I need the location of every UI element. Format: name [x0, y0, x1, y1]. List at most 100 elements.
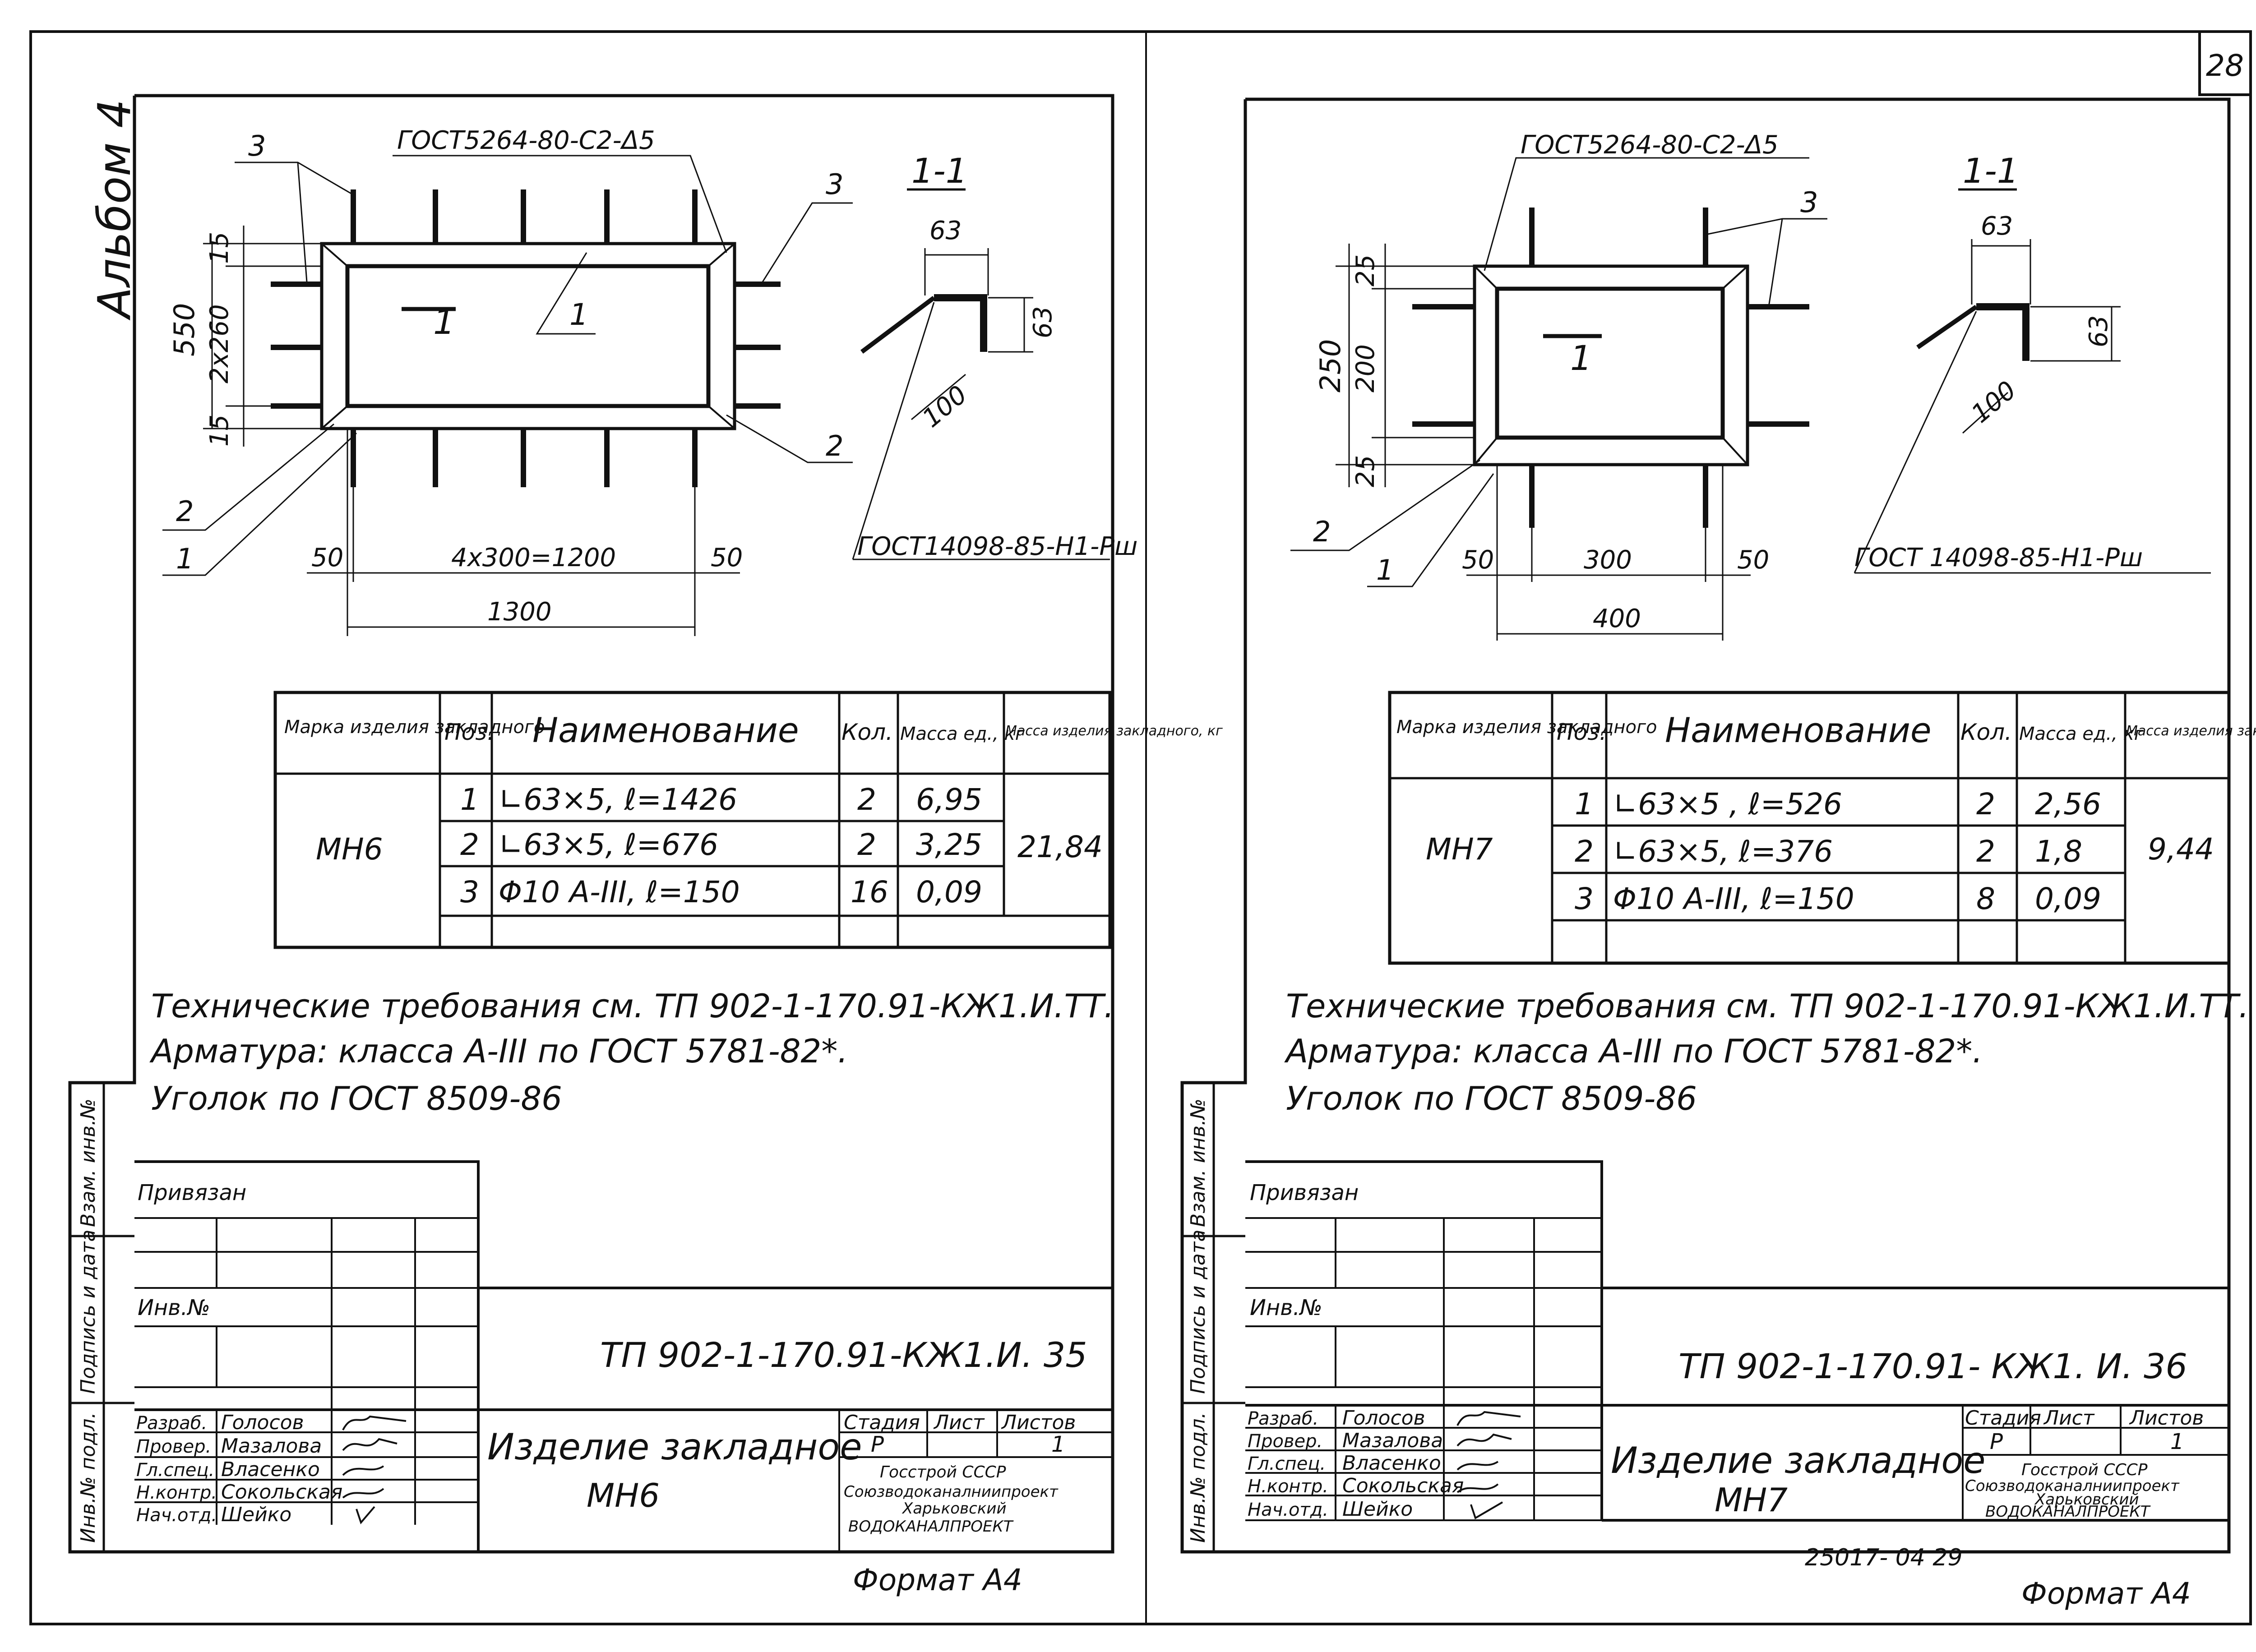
right-format: Формат А4 — [2021, 1576, 2191, 1611]
left-anchor-note: ГОСТ14098-85-Н1-Рш — [857, 532, 1137, 561]
left-dim-15-bottom: 15 — [205, 415, 234, 447]
right-anchor-note: ГОСТ 14098-85-Н1-Рш — [1854, 543, 2143, 572]
left-side-stamp: Инв.№ подл. Подпись и дата Взам. инв.№ — [70, 1083, 134, 1552]
left-plan-view: 1 1 ГОСТ5264-80-С2-Δ5 3 3 2 2 1 — [162, 126, 853, 636]
right-pos-2: 2 — [1313, 515, 1331, 548]
right-archive-number: 25017- 04 29 — [1805, 1544, 1963, 1571]
left-person-5-role: Нач.отд. — [136, 1505, 217, 1526]
left-dim-2x260: 2x260 — [205, 304, 234, 383]
left-th-qty: Кол. — [841, 719, 893, 745]
left-weld-note: ГОСТ5264-80-С2-Δ5 — [397, 126, 655, 155]
left-row3-name: Φ10 А-III, ℓ=150 — [499, 875, 740, 909]
sheet-right: 1 ГОСТ5264-80-С2-Δ5 3 2 1 250 25 200 25 — [1180, 97, 2256, 1611]
right-title-block: Привязан Инв.№ ТП 902-1-170.91- КЖ1. И. … — [1245, 1160, 2229, 1522]
left-row1-mass: 6,95 — [916, 782, 982, 817]
left-section-mark: 1 — [433, 302, 455, 342]
left-person-4-name: Сокольская — [221, 1481, 342, 1504]
right-total-mass: 9,44 — [2148, 832, 2214, 867]
left-row1-pos: 1 — [460, 782, 479, 817]
right-dim-25-top: 25 — [1351, 254, 1380, 286]
right-row3-name: Φ10 А-III, ℓ=150 — [1613, 881, 1854, 916]
right-th-mass-total: Масса изделия закладного, кг — [2126, 723, 2256, 739]
right-row2-pos: 2 — [1575, 834, 1594, 869]
right-row1-mass: 2,56 — [2035, 787, 2101, 821]
right-plan-view: 1 ГОСТ5264-80-С2-Δ5 3 2 1 250 25 200 25 — [1290, 130, 1827, 641]
left-person-1-role: Разраб. — [136, 1413, 207, 1434]
left-row2-pos: 2 — [460, 827, 479, 862]
right-row1-pos: 1 — [1575, 787, 1594, 821]
left-row3-qty: 16 — [851, 875, 888, 909]
right-person-3-role: Гл.спец. — [1248, 1454, 1326, 1474]
right-dim-25-bottom: 25 — [1351, 455, 1380, 487]
right-stage-header: Стадия — [1965, 1407, 2041, 1430]
right-weld-note: ГОСТ5264-80-С2-Δ5 — [1521, 130, 1779, 160]
right-stamp-bound: Привязан — [1250, 1180, 1359, 1205]
right-section-label: 1-1 — [1963, 151, 2019, 191]
left-person-5-name: Шейко — [221, 1503, 291, 1526]
right-pos-1: 1 — [1376, 554, 1394, 586]
right-side-repl-inv: Взам. инв.№ — [1187, 1098, 1210, 1227]
right-signatures — [1456, 1411, 1521, 1519]
right-person-4-role: Н.контр. — [1248, 1476, 1328, 1497]
right-person-2-role: Провер. — [1248, 1431, 1322, 1452]
right-row1-name: ∟63×5 , ℓ=526 — [1613, 787, 1842, 821]
left-row2-qty: 2 — [857, 827, 876, 862]
right-th-name: Наименование — [1665, 710, 1932, 750]
right-section-view: 1-1 63 63 100 ГОСТ 14098-85-Н1-Рш — [1854, 151, 2211, 574]
right-org-2: Союзводоканалниипроект — [1965, 1477, 2180, 1495]
right-person-3-name: Власенко — [1342, 1452, 1441, 1475]
left-stage-header: Стадия — [844, 1411, 920, 1434]
right-dim-200: 200 — [1351, 344, 1380, 392]
right-row3-qty: 8 — [1976, 881, 1995, 916]
right-person-1-name: Голосов — [1342, 1407, 1425, 1430]
right-section-63-top: 63 — [1981, 212, 2013, 241]
left-sheets-header: Листов — [1001, 1411, 1076, 1434]
left-title-line2: МН6 — [587, 1477, 660, 1514]
left-org-1: Госстрой СССР — [880, 1463, 1006, 1481]
right-person-5-name: Шейко — [1342, 1498, 1413, 1521]
left-note-2: Арматура: класса А-III по ГОСТ 5781-82*. — [149, 1032, 848, 1070]
right-doc-code: ТП 902-1-170.91- КЖ1. И. 36 — [1678, 1346, 2187, 1386]
right-th-mark: Марка изделия закладного — [1396, 717, 1657, 738]
left-person-3-role: Гл.спец. — [136, 1460, 214, 1481]
left-section-63-top: 63 — [929, 216, 962, 245]
right-sheets-header: Листов — [2129, 1407, 2204, 1430]
left-dim-15-top: 15 — [205, 232, 234, 264]
left-side-inv-orig: Инв.№ подл. — [77, 1412, 100, 1543]
left-row2-name: ∟63×5, ℓ=676 — [499, 827, 718, 862]
right-row1-qty: 2 — [1976, 787, 1995, 821]
right-side-inv-orig: Инв.№ подл. — [1187, 1412, 1210, 1543]
right-dim-50-left: 50 — [1462, 545, 1494, 575]
right-section-63-side: 63 — [2084, 315, 2113, 347]
left-signatures — [342, 1415, 407, 1524]
right-side-sign-date: Подпись и дата — [1187, 1230, 1210, 1394]
right-th-mass-unit: Масса ед., кг — [2019, 724, 2144, 744]
left-pos-1-bottom: 1 — [176, 542, 194, 575]
left-row3-mass: 0,09 — [916, 875, 982, 909]
right-person-5-role: Нач.отд. — [1248, 1500, 1328, 1520]
right-side-stamp: Инв.№ подл. Подпись и дата Взам. инв.№ — [1182, 1083, 1245, 1552]
right-section-mark: 1 — [1570, 338, 1592, 378]
left-th-pos: Поз. — [444, 719, 495, 745]
left-pos-3-top: 3 — [248, 129, 266, 162]
left-format: Формат А4 — [853, 1563, 1022, 1597]
right-row3-pos: 3 — [1575, 881, 1594, 916]
left-dim-50-right: 50 — [711, 543, 743, 572]
right-org-1: Госстрой СССР — [2021, 1461, 2148, 1479]
left-dim-1300: 1300 — [487, 597, 552, 627]
right-stamp-inv: Инв.№ — [1250, 1295, 1322, 1320]
left-org-2: Союзводоканалниипроект — [844, 1483, 1059, 1501]
right-th-pos: Поз. — [1557, 719, 1607, 745]
left-section-63-side: 63 — [1028, 306, 1058, 338]
right-dim-250: 250 — [1314, 339, 1347, 392]
left-row2-mass: 3,25 — [916, 827, 982, 862]
left-person-2-role: Провер. — [136, 1436, 211, 1457]
left-th-mass-total: Масса изделия закладного, кг — [1005, 723, 1223, 739]
left-dim-50-left: 50 — [311, 543, 343, 572]
right-spec-table: Марка изделия закладного Поз. Наименован… — [1388, 691, 2256, 965]
left-row3-pos: 3 — [460, 875, 479, 909]
right-sheet-header: Лист — [2043, 1407, 2095, 1430]
right-org-3: Харьковский — [2034, 1490, 2139, 1509]
left-pos-inner: 1 — [569, 297, 588, 332]
